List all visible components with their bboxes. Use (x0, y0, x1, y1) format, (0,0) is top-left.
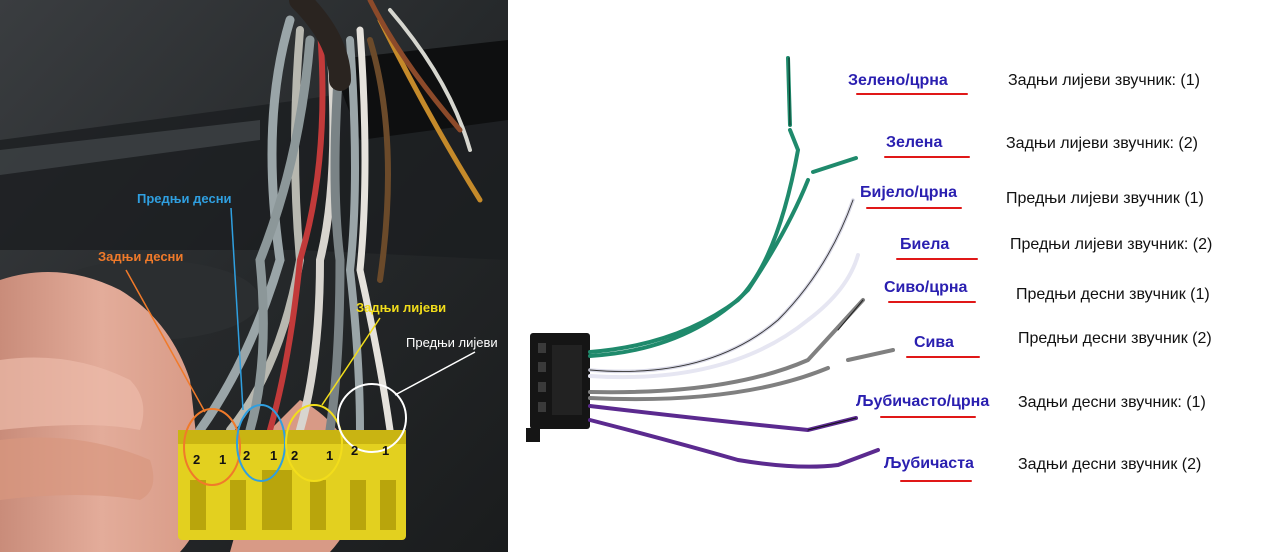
wire-purple-black (588, 404, 858, 433)
label-rear-right: Задњи десни (98, 249, 184, 264)
pin-number: 2 (291, 448, 299, 463)
rear-left-leader (321, 317, 381, 406)
wire-color-label: Зелена (886, 134, 943, 151)
label-front-left: Предњи лијеви (406, 335, 498, 350)
rear-left-circle (285, 404, 343, 482)
wire-purple (588, 418, 880, 469)
rear-right-leader (125, 269, 206, 413)
wire-grey (588, 366, 830, 402)
wire-grey-end (846, 348, 895, 362)
wire-description: Задњи десни звучник: (1) (1018, 394, 1206, 411)
wire-white-black-stripe (589, 199, 854, 372)
wire-description: Предњи лијеви звучник: (2) (1010, 236, 1213, 253)
wire-white (588, 253, 860, 380)
wire-color-label: Љубичасто/црна (856, 393, 990, 410)
pin-number: 2 (243, 448, 251, 463)
pin-number: 1 (382, 443, 390, 458)
harness-photo: Задњи десни Предњи десни Задњи лијеви Пр… (0, 0, 508, 552)
group-markers (125, 207, 476, 486)
front-right-circle (236, 404, 286, 482)
rear-right-circle (183, 408, 241, 486)
wire-description: Задњи лијеви звучник: (2) (1006, 135, 1198, 152)
color-underline (900, 480, 972, 482)
wire-green-black-stripe (788, 57, 791, 126)
label-rear-left: Задњи лијеви (356, 300, 447, 315)
label-front-right: Предњи десни (137, 191, 232, 206)
iso-plug-graphic (526, 56, 895, 469)
pin-number: 1 (270, 448, 278, 463)
front-left-leader (394, 351, 476, 396)
wire-green-black (588, 128, 801, 354)
wire-description: Предњи десни звучник (2) (1018, 330, 1212, 347)
wire-grey-black (588, 298, 865, 395)
front-right-leader (230, 207, 244, 411)
pin-number: 1 (326, 448, 334, 463)
wire-color-label: Сиво/црна (884, 279, 968, 296)
wire-description: Задњи лијеви звучник: (1) (1008, 72, 1200, 89)
wire-color-label: Љубичаста (884, 455, 974, 472)
wire-description: Предњи лијеви звучник (1) (1006, 190, 1204, 207)
wire-color-label: Зелено/црна (848, 72, 948, 89)
wire-color-label: Сива (914, 334, 954, 351)
iso-plug (526, 333, 590, 442)
wire-color-label: Бијело/црна (860, 184, 958, 201)
color-underline (888, 301, 976, 303)
pin-number: 1 (219, 452, 227, 467)
color-underline (856, 93, 968, 95)
wire-color-label: Биела (900, 236, 950, 253)
color-underline (884, 156, 970, 158)
harness-photo-graphic (0, 0, 508, 552)
wire-green-end (811, 156, 858, 174)
wire-description: Задњи десни звучник (2) (1018, 456, 1202, 473)
front-left-circle (337, 383, 407, 453)
color-underline (906, 356, 980, 358)
color-underline (866, 207, 962, 209)
wire-grey-black-stripe (837, 299, 864, 331)
color-underline (880, 416, 976, 418)
pin-number: 2 (193, 452, 201, 467)
wire-purple-black-stripe (807, 417, 857, 431)
color-underline (896, 258, 978, 260)
pin-number: 2 (351, 443, 359, 458)
iso-wiring-diagram: Зелено/црна Задњи лијеви звучник: (1) Зе… (508, 0, 1280, 552)
wire-description: Предњи десни звучник (1) (1016, 286, 1210, 303)
wire-green (588, 178, 810, 358)
